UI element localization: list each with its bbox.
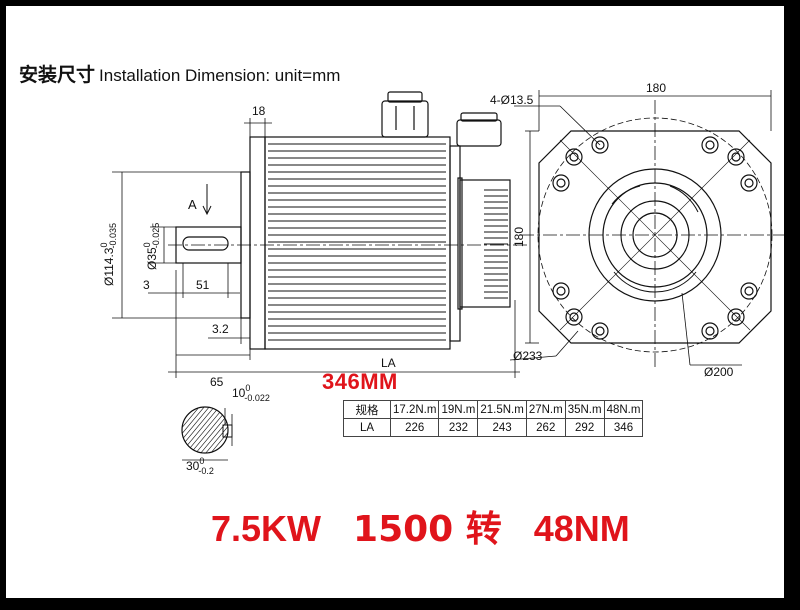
side-view	[175, 91, 511, 350]
table-cell: 27N.m	[525, 400, 566, 419]
mounting-hole	[552, 282, 570, 300]
motor-drawing: 18 65 LA 3 51 3.2 A Ø114.30-0.035 Ø350-0…	[99, 81, 784, 476]
mounting-hole	[740, 174, 758, 192]
table-cell: 346	[603, 418, 644, 437]
dim-body-diameter: Ø114.30-0.035	[99, 223, 118, 286]
la-callout: 346MM	[322, 369, 398, 394]
shaft-keyway	[182, 236, 229, 251]
dim-shaft-diameter: Ø350-0.025	[142, 223, 161, 270]
headline-speed: 1500 转	[353, 509, 502, 550]
title-english: Installation Dimension: unit=mm	[99, 66, 341, 85]
table-cell: 35N.m	[564, 400, 605, 419]
mounting-hole	[701, 136, 719, 154]
mounting-hole	[740, 282, 758, 300]
dim-flange-height: 180	[512, 227, 526, 247]
headline-power: 7.5KW	[211, 508, 322, 549]
spec-table: 规格 17.2N.m 19N.m 21.5N.m 27N.m 35N.m 48N…	[343, 400, 644, 437]
dim-shaft-length: 65	[210, 375, 224, 389]
mounting-hole	[727, 308, 745, 326]
table-cell: 232	[438, 418, 479, 437]
front-end-cap	[249, 136, 266, 350]
mounting-hole	[591, 136, 609, 154]
table-cell: 17.2N.m	[389, 400, 440, 419]
mounting-hole	[552, 174, 570, 192]
headline-specs: 7.5KW 1500 转 48NM	[211, 500, 662, 552]
dim-flange-width: 180	[646, 81, 666, 95]
table-cell: 243	[477, 418, 527, 437]
dim-shaft-step: 18	[252, 104, 266, 118]
table-cell: 19N.m	[438, 400, 479, 419]
mounting-hole	[701, 322, 719, 340]
mounting-hole	[565, 308, 583, 326]
view-marker-a: A	[188, 197, 197, 212]
table-cell: 226	[389, 418, 440, 437]
table-row-length: LA 226 232 243 262 292 346	[343, 418, 644, 437]
table-cell: 48N.m	[603, 400, 644, 419]
headline-torque: 48NM	[533, 508, 630, 549]
dim-pcd-inner: Ø200	[704, 365, 734, 379]
dim-key-width: 100-0.022	[232, 383, 270, 403]
square-flange	[538, 130, 772, 344]
table-cell: 292	[564, 418, 605, 437]
mounting-hole	[591, 322, 609, 340]
dim-key-length: 51	[196, 278, 210, 292]
dim-key-offset: 3	[143, 278, 150, 292]
dim-pcd-outer: Ø233	[513, 349, 543, 363]
dim-body-length-label: LA	[381, 356, 396, 370]
motor-body	[264, 136, 451, 350]
key-section	[181, 406, 233, 461]
dim-hole-spec: 4-Ø13.5	[490, 93, 534, 107]
mounting-hole	[727, 148, 745, 166]
table-header-length: LA	[343, 418, 391, 437]
table-row-torque: 规格 17.2N.m 19N.m 21.5N.m 27N.m 35N.m 48N…	[343, 400, 644, 419]
power-connector	[381, 100, 429, 138]
encoder-housing	[459, 179, 511, 308]
encoder-connector	[456, 119, 502, 147]
table-cell: 21.5N.m	[477, 400, 527, 419]
dim-key-depth: 300-0.2	[186, 456, 214, 476]
mounting-hole	[565, 148, 583, 166]
dim-flange-thickness: 3.2	[212, 322, 229, 336]
title-chinese: 安装尺寸	[19, 64, 96, 86]
table-header-torque: 规格	[343, 400, 391, 419]
table-cell: 262	[525, 418, 566, 437]
